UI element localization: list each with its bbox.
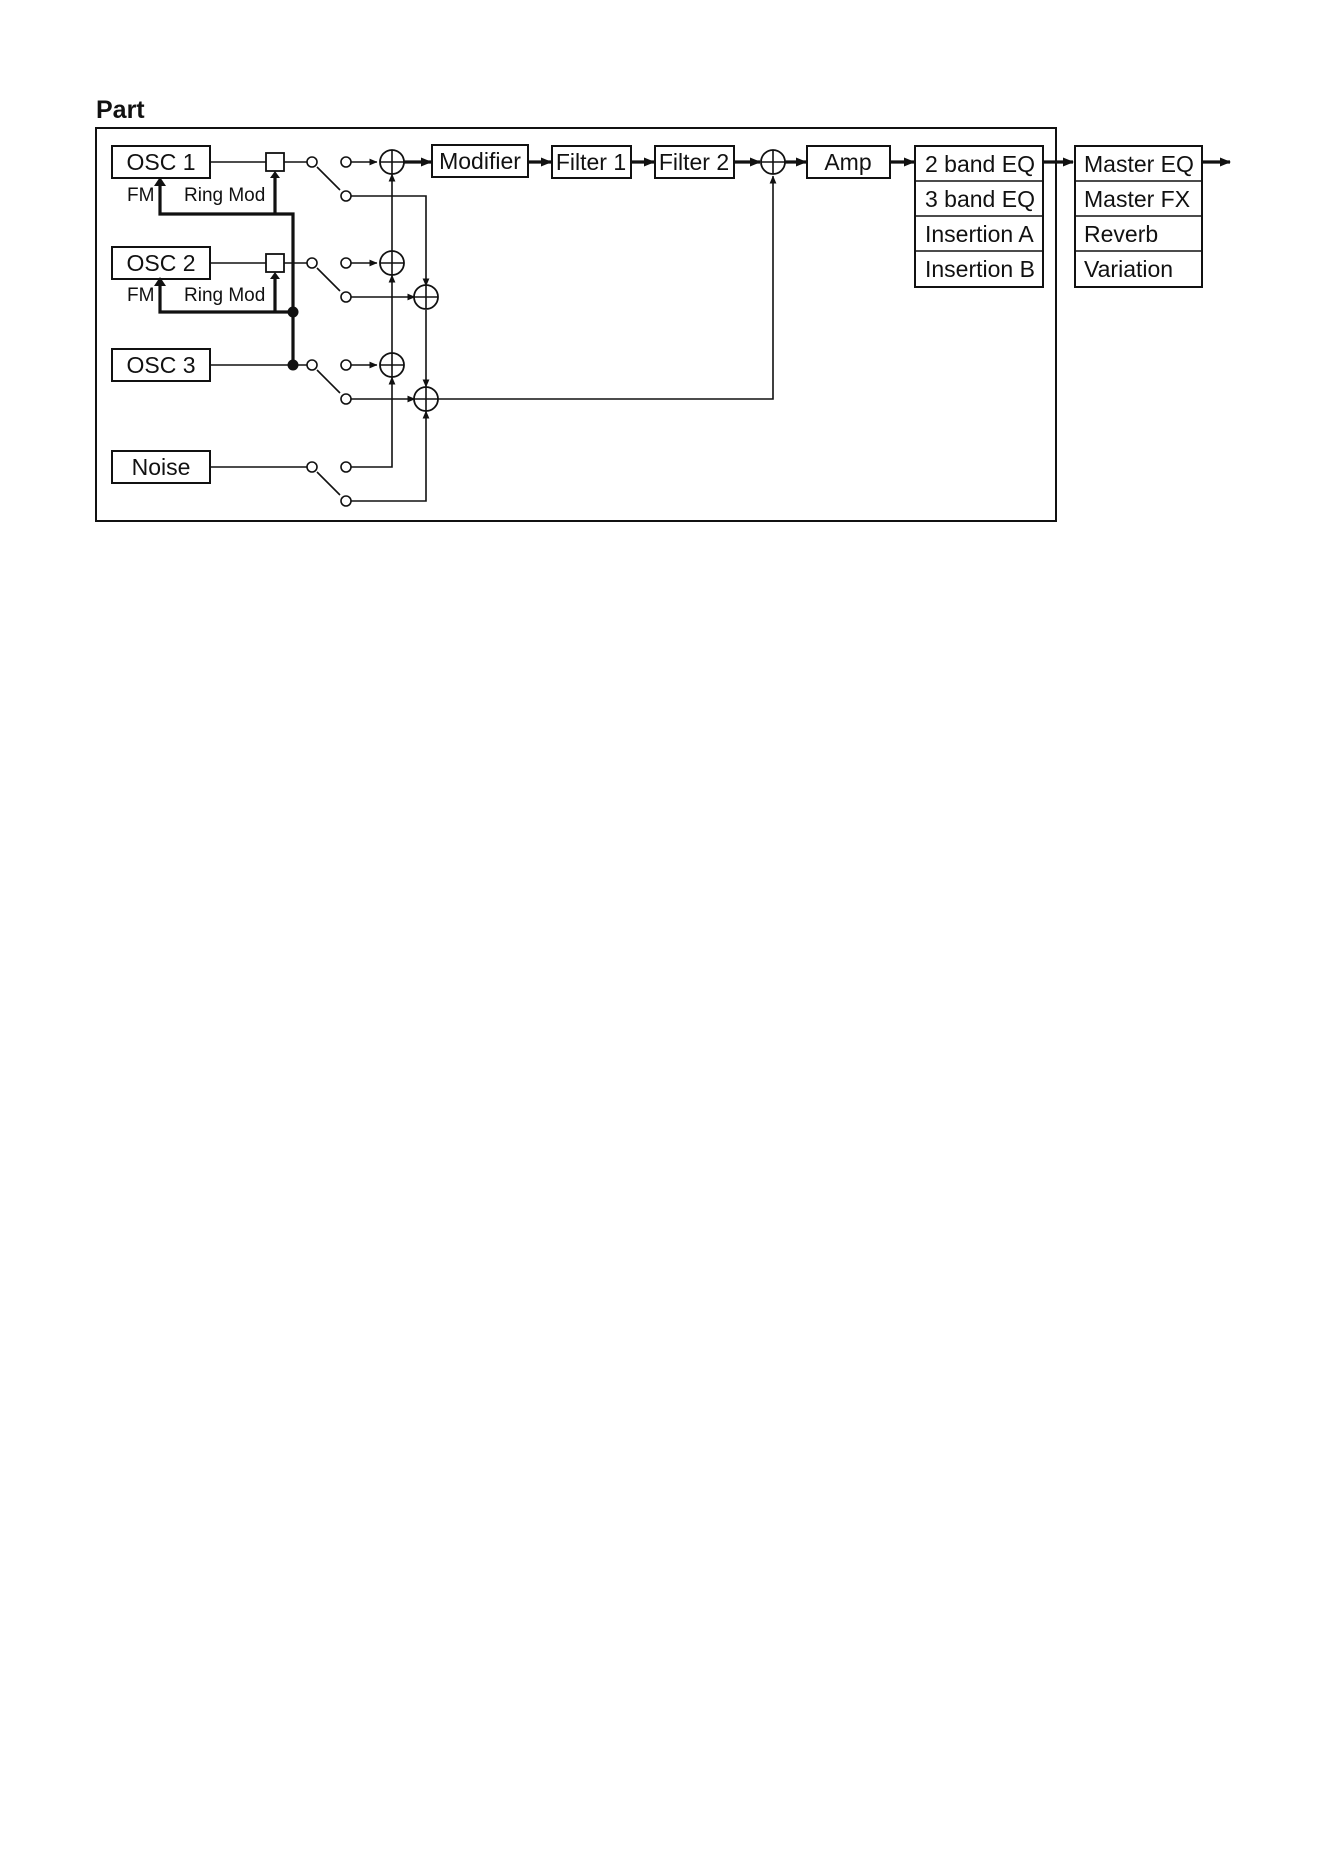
osc2-label: OSC 2 — [126, 250, 195, 276]
part-effect-2-band-eq: 2 band EQ — [925, 151, 1035, 177]
amp-label: Amp — [824, 149, 871, 175]
osc1-block: OSC 1 — [112, 146, 210, 178]
amp-block: Amp — [807, 146, 890, 178]
filter1-block: Filter 1 — [552, 146, 631, 178]
osc1-label: OSC 1 — [126, 149, 195, 175]
part-effect-insertion-a: Insertion A — [925, 221, 1034, 247]
filter2-block: Filter 2 — [655, 146, 734, 178]
route-switch-osc2 — [307, 258, 351, 302]
ring-mod-label-osc1: Ring Mod — [184, 185, 265, 206]
route-switch-osc3 — [307, 360, 351, 404]
master-effect-master-eq: Master EQ — [1084, 151, 1194, 177]
route-switch-osc1 — [307, 157, 351, 201]
summing-junction-1 — [380, 150, 404, 174]
summing-junction-4 — [414, 285, 438, 309]
summing-junction-5 — [414, 387, 438, 411]
wire-noise-bypass — [351, 411, 426, 501]
route-switch-noise — [307, 462, 351, 506]
summing-junction-amp — [761, 150, 785, 174]
osc3-label: OSC 3 — [126, 352, 195, 378]
bus-junction-osc3 — [288, 360, 299, 371]
ring-mod-box-osc2 — [266, 254, 284, 272]
ring-arrow-osc2 — [270, 272, 280, 279]
wire-bypass-to-sum-amp — [438, 176, 773, 399]
ring-mod-label-osc2: Ring Mod — [184, 285, 265, 306]
ring-mod-box-osc1 — [266, 153, 284, 171]
ring-arrow-osc1 — [270, 171, 280, 178]
part-effects-stack: 2 band EQ 3 band EQ Insertion A Insertio… — [915, 146, 1043, 287]
part-effect-insertion-b: Insertion B — [925, 256, 1035, 282]
master-effects-stack: Master EQ Master FX Reverb Variation — [1075, 146, 1202, 287]
bus-junction-osc2 — [288, 307, 299, 318]
fm-label-osc2: FM — [127, 285, 154, 306]
wire-noise-to-sum3 — [351, 377, 392, 467]
summing-junction-2 — [380, 251, 404, 275]
noise-label: Noise — [132, 454, 191, 480]
fm-label-osc1: FM — [127, 185, 154, 206]
master-effect-variation: Variation — [1084, 256, 1173, 282]
filter2-label: Filter 2 — [659, 149, 729, 175]
osc2-block: OSC 2 — [112, 247, 210, 279]
summing-junction-3 — [380, 353, 404, 377]
master-effect-reverb: Reverb — [1084, 221, 1158, 247]
diagram-title: Part — [96, 96, 145, 124]
part-effect-3-band-eq: 3 band EQ — [925, 186, 1035, 212]
modifier-label: Modifier — [439, 148, 521, 174]
osc3-block: OSC 3 — [112, 349, 210, 381]
noise-block: Noise — [112, 451, 210, 483]
modifier-block: Modifier — [432, 145, 528, 177]
filter1-label: Filter 1 — [556, 149, 626, 175]
master-effect-master-fx: Master FX — [1084, 186, 1190, 212]
